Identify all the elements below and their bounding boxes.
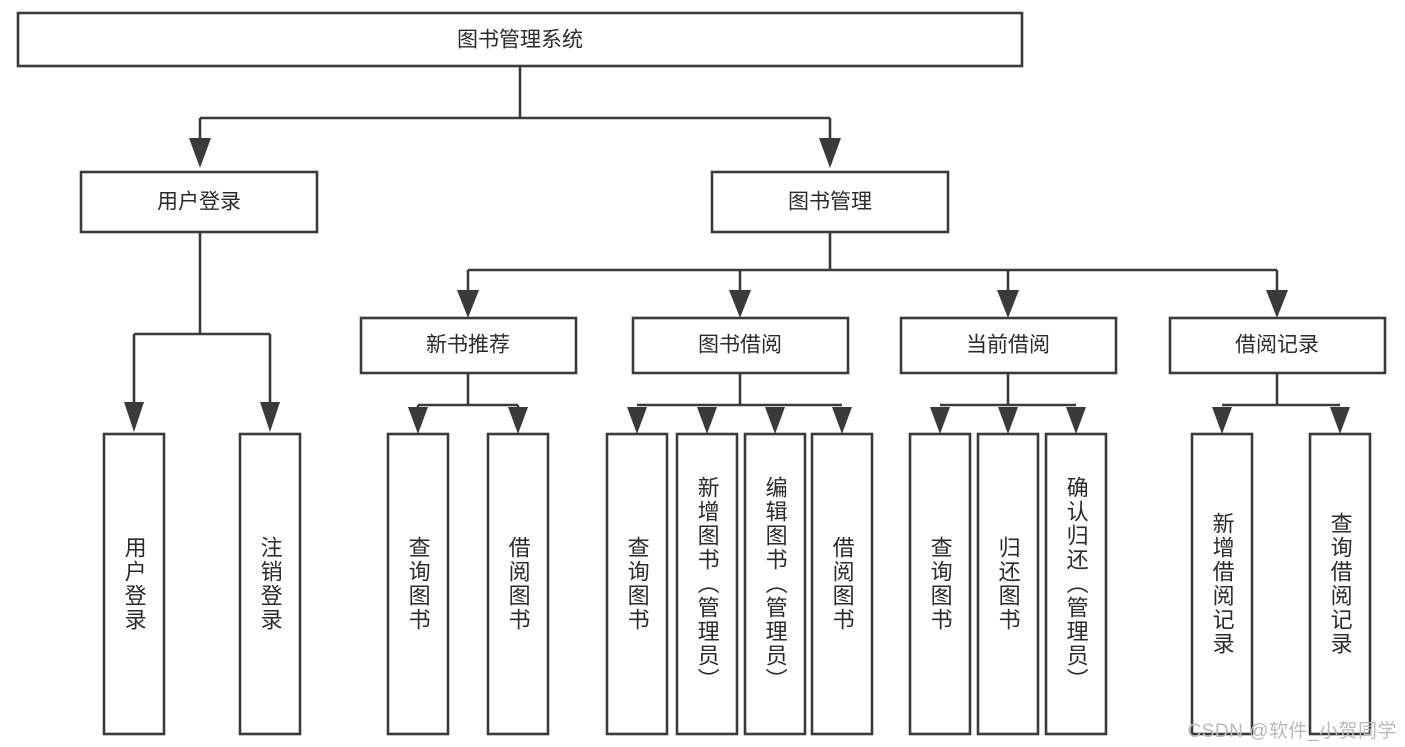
- arrow-head-icon: [765, 407, 785, 434]
- arrow-head-icon: [832, 407, 852, 434]
- node-label-current-borrow: 当前借阅: [966, 334, 1050, 357]
- node-label-root: 图书管理系统: [457, 29, 583, 52]
- node-box-leaf-user-login[interactable]: [102, 432, 166, 736]
- connector-current-borrow-to-leaves: [930, 373, 1086, 434]
- node-label-new-book-recommend: 新书推荐: [426, 334, 510, 357]
- node-box-leaf-borrow-book-2[interactable]: [810, 432, 874, 736]
- node-box-leaf-confirm-return-admin[interactable]: [1044, 432, 1108, 736]
- connector-user-login-to-leaves: [124, 232, 280, 432]
- arrow-head-icon: [408, 407, 428, 434]
- arrow-head-icon: [997, 290, 1019, 318]
- node-box-new-book-recommend[interactable]: [359, 316, 578, 375]
- node-box-leaf-query-borrow-record[interactable]: [1308, 432, 1372, 736]
- node-box-leaf-return-book[interactable]: [976, 432, 1040, 736]
- arrow-head-icon: [457, 290, 479, 318]
- node-box-leaf-logout-login[interactable]: [238, 432, 302, 736]
- node-box-current-borrow[interactable]: [899, 316, 1118, 375]
- arrow-head-icon: [729, 290, 751, 318]
- node-label-book-manage: 图书管理: [788, 191, 872, 214]
- node-label-user-login: 用户登录: [157, 191, 241, 214]
- arrow-head-icon: [627, 407, 647, 434]
- arrow-head-icon: [124, 402, 144, 432]
- node-box-leaf-add-borrow-record[interactable]: [1190, 432, 1254, 736]
- arrow-head-icon: [697, 407, 717, 434]
- node-box-borrow-record[interactable]: [1168, 316, 1387, 375]
- arrow-head-icon: [508, 407, 528, 434]
- connector-book-borrow-to-leaves: [627, 373, 852, 434]
- node-box-root[interactable]: [16, 11, 1024, 68]
- arrow-head-icon: [260, 402, 280, 432]
- arrow-head-icon: [819, 138, 841, 168]
- connector-book-manage-to-level3: [457, 232, 1288, 318]
- node-box-book-manage[interactable]: [710, 170, 950, 234]
- node-box-leaf-query-book-3[interactable]: [908, 432, 972, 736]
- arrow-head-icon: [1066, 407, 1086, 434]
- arrow-head-icon: [1212, 407, 1232, 434]
- node-box-leaf-add-book-admin[interactable]: [675, 432, 739, 736]
- node-box-leaf-query-book-1[interactable]: [386, 432, 450, 736]
- connector-new-book-recommend-to-leaves: [408, 373, 528, 434]
- connector-borrow-record-to-leaves: [1212, 373, 1350, 434]
- connector-root-to-level2: [189, 66, 841, 168]
- arrow-head-icon: [189, 138, 211, 168]
- node-box-leaf-borrow-book-1[interactable]: [486, 432, 550, 736]
- arrow-head-icon: [1330, 407, 1350, 434]
- node-box-user-login[interactable]: [79, 170, 319, 234]
- arrow-head-icon: [1266, 290, 1288, 318]
- node-box-leaf-edit-book-admin[interactable]: [743, 432, 807, 736]
- node-label-book-borrow: 图书借阅: [698, 334, 782, 357]
- node-box-book-borrow[interactable]: [631, 316, 850, 375]
- arrow-head-icon: [998, 407, 1018, 434]
- node-box-leaf-query-book-2[interactable]: [605, 432, 669, 736]
- watermark-text: CSDN @软件_小贺同学: [1187, 721, 1397, 742]
- node-label-borrow-record: 借阅记录: [1235, 334, 1319, 357]
- arrow-head-icon: [930, 407, 950, 434]
